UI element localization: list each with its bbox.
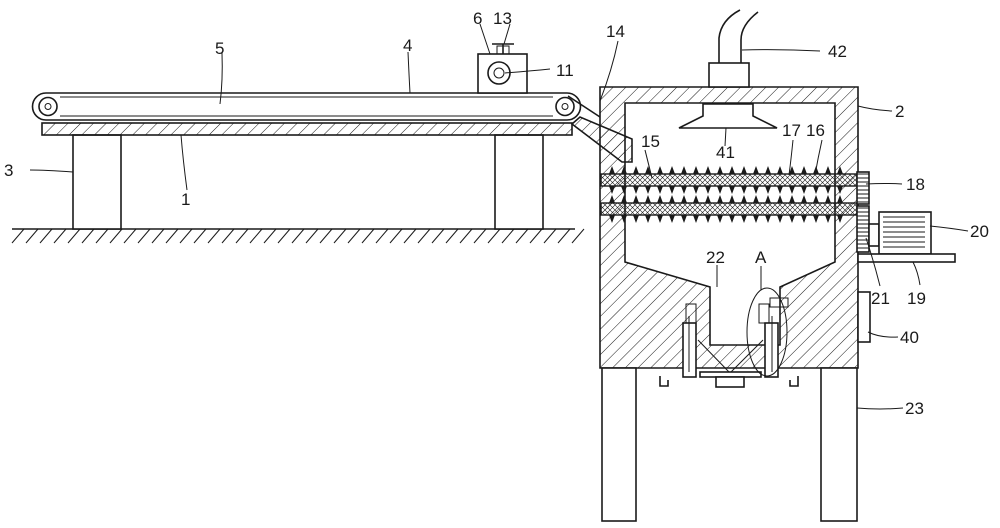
label-3: 3 (4, 161, 13, 180)
crusher-housing (599, 86, 859, 369)
dust-hood (678, 103, 778, 129)
label-4: 4 (403, 36, 412, 55)
leader-lines (29, 23, 969, 410)
label-5: 5 (215, 39, 224, 58)
label-6: 6 (473, 9, 482, 28)
label-40: 40 (900, 328, 919, 347)
label-22: 22 (706, 248, 725, 267)
control-box (857, 291, 871, 343)
label-14: 14 (606, 22, 625, 41)
ground (11, 228, 585, 244)
label-16: 16 (806, 121, 825, 140)
label-1: 1 (181, 190, 190, 209)
support-leg-right (494, 134, 544, 230)
crushing-rollers (600, 166, 858, 223)
label-A: A (755, 248, 767, 267)
label-2: 2 (895, 102, 904, 121)
label-13: 13 (493, 9, 512, 28)
support-leg-left (72, 134, 122, 230)
label-41: 41 (716, 143, 735, 162)
housing-leg-right (820, 367, 858, 522)
label-23: 23 (905, 399, 924, 418)
gear-drive (856, 171, 956, 263)
label-20: 20 (970, 222, 989, 241)
label-19: 19 (907, 289, 926, 308)
label-11: 11 (556, 61, 574, 80)
label-17: 17 (782, 121, 801, 140)
conveyor-belt (31, 92, 582, 121)
dust-pipe (708, 9, 759, 88)
label-21: 21 (871, 289, 890, 308)
label-18: 18 (906, 175, 925, 194)
conveyor-frame (41, 122, 573, 136)
housing-leg-left (601, 367, 637, 522)
label-15: 15 (641, 132, 660, 151)
discharge-mechanism (659, 287, 799, 388)
label-42: 42 (828, 42, 847, 61)
drive-motor (477, 43, 528, 94)
